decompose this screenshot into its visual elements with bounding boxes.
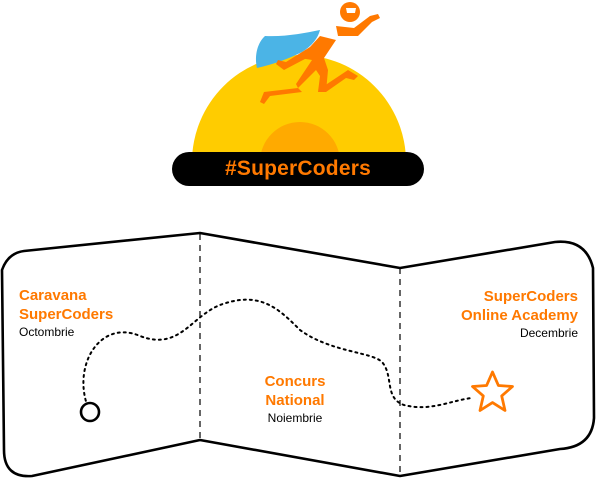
hashtag-badge	[172, 152, 424, 186]
route-path	[82, 298, 473, 413]
stage-title: Caravana SuperCoders	[19, 287, 114, 323]
stage-month: Noiembrie	[267, 411, 323, 425]
folded-map	[0, 231, 596, 478]
superhero-icon	[255, 2, 380, 104]
star-icon	[471, 370, 514, 412]
stage-title: SuperCoders Online Academy	[461, 288, 578, 324]
stage-month: Decembrie	[519, 326, 578, 340]
stage-month: Octombrie	[19, 325, 75, 339]
sun-icon	[192, 55, 406, 162]
stage-caravana: Caravana SuperCoders Octombrie	[19, 286, 113, 340]
hashtag-label: #SuperCoders	[225, 157, 371, 180]
stage-concurs: Concurs National Noiembrie	[230, 372, 360, 426]
stage-academy: SuperCoders Online Academy Decembrie	[461, 287, 578, 341]
start-circle-icon	[79, 401, 101, 423]
stage-title: Concurs National	[264, 373, 326, 409]
